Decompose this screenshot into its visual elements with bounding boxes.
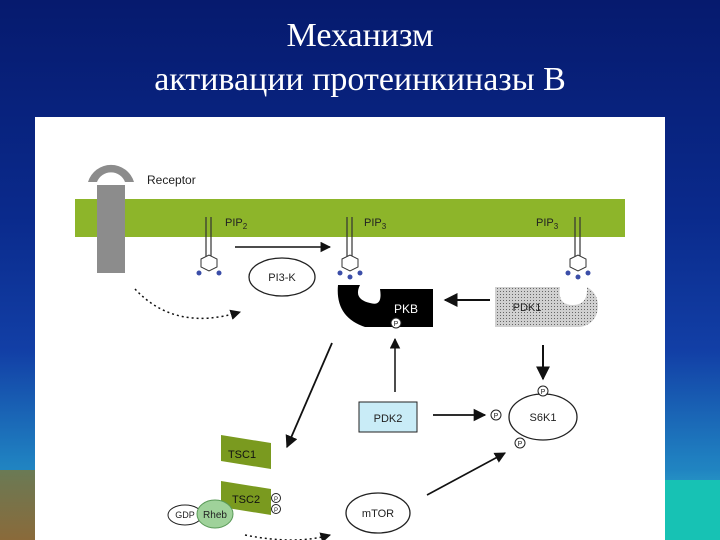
tsc2-phospho-2-label: P [274, 508, 278, 514]
receptor-stalk [97, 185, 125, 273]
title-line-2: активации протеинкиназы B [0, 58, 720, 102]
gdp-label: GDP [175, 510, 195, 520]
inositol-head-pip2 [197, 255, 222, 276]
title-line-1: Механизм [0, 14, 720, 58]
pdk1-label: PDK1 [513, 302, 542, 314]
pkb-phospho-label: P [394, 321, 399, 328]
receptor-to-pi3k-arrow [135, 289, 240, 318]
receptor-cap [88, 165, 134, 182]
slide-title: Механизм активации протеинкиназы B [0, 14, 720, 102]
pi3k-label: PI3-K [268, 272, 296, 284]
pkb-to-tsc-arrow [287, 343, 332, 447]
inositol-head-pip3-center [338, 255, 363, 280]
pathway-diagram: Receptor PIP2 PIP3 PIP3 PI3-K [35, 117, 665, 540]
mtor-to-s6k1-arrow [427, 453, 505, 495]
rheb-label: Rheb [203, 510, 227, 521]
mtor-label: mTOR [362, 508, 394, 520]
pkb-label: PKB [394, 302, 418, 316]
inositol-head-pip3-right [566, 255, 591, 280]
s6k1-phospho-top-label: P [541, 389, 546, 396]
tsc2-label: TSC2 [232, 494, 260, 506]
pdk1-node [495, 287, 598, 327]
receptor-label: Receptor [147, 173, 196, 187]
tsc2-phospho-1-label: P [274, 497, 278, 503]
background-right-teal [665, 480, 720, 540]
tsc1-label: TSC1 [228, 449, 256, 461]
s6k1-label: S6K1 [530, 412, 557, 424]
rheb-to-mtor-arrow [245, 535, 330, 540]
pkb-node [338, 285, 433, 327]
s6k1-phospho-left-label: P [494, 413, 499, 420]
pdk2-label: PDK2 [374, 413, 403, 425]
pathway-figure: Receptor PIP2 PIP3 PIP3 PI3-K [35, 117, 665, 540]
s6k1-phospho-bottom-label: P [518, 441, 523, 448]
background-left-ground [0, 470, 40, 540]
